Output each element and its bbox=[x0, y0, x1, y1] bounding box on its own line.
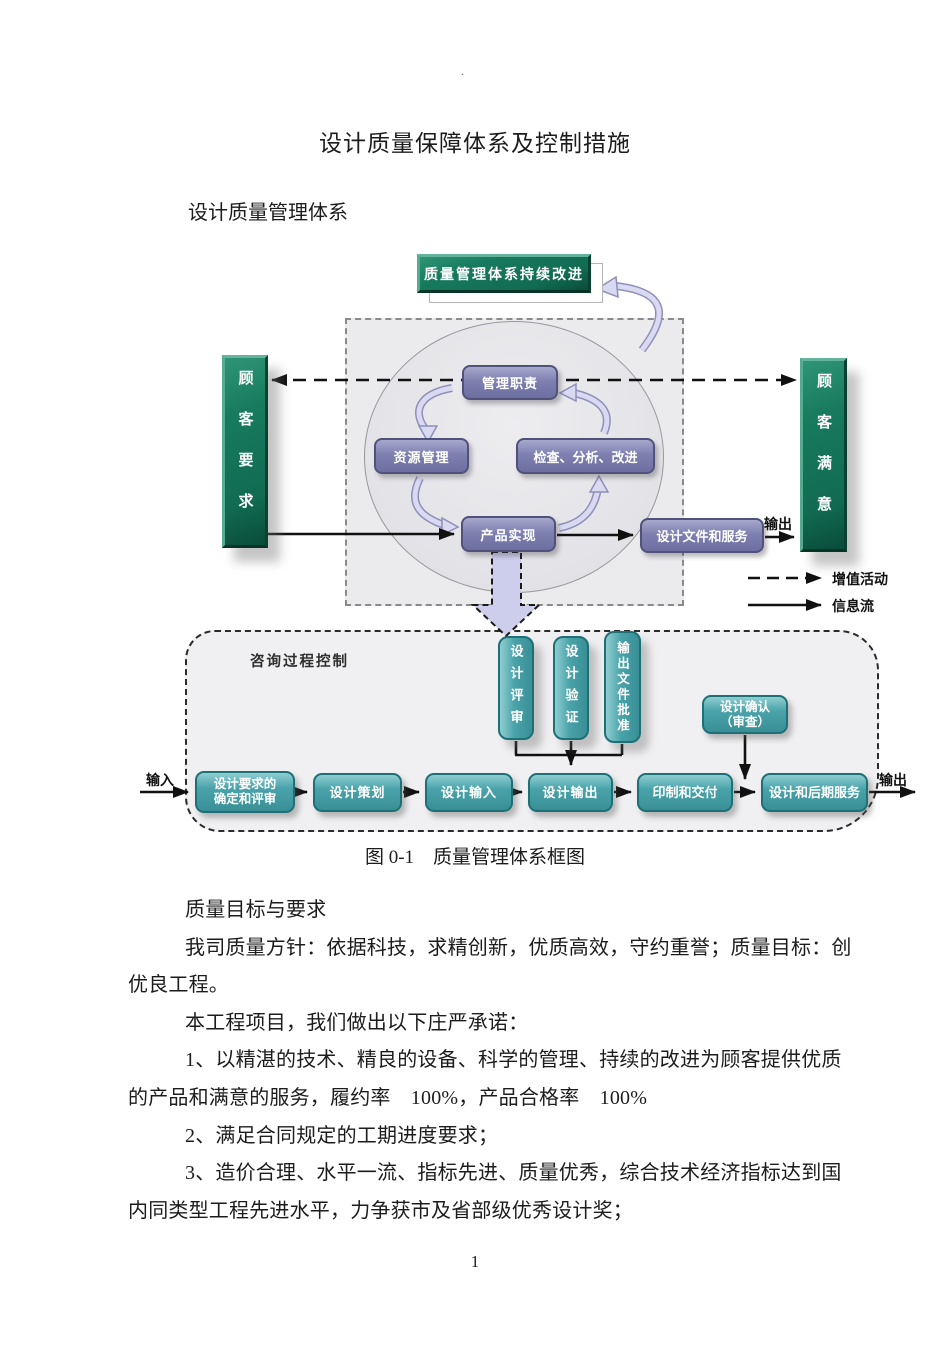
process-control-label: 咨询过程控制 bbox=[250, 654, 349, 670]
check-analyze-improve-box: 检查、分析、改进 bbox=[516, 438, 655, 474]
management-duty-box: 管理职责 bbox=[462, 365, 558, 400]
output-top-label: 输出 bbox=[764, 516, 792, 532]
continuous-improvement-banner: 质量管理体系持续改进 bbox=[417, 254, 591, 293]
flow-box-line1: 设计输入 bbox=[440, 785, 497, 800]
flow-box-line2: 确定和评审 bbox=[213, 792, 277, 806]
paragraph-promise-1: 1、以精湛的技术、精良的设备、科学的管理、持续的改进为顾客提供优质的产品和满意的… bbox=[128, 1049, 842, 1109]
output-bottom-label: 输出 bbox=[879, 772, 907, 788]
design-confirm-line2: （审查） bbox=[719, 714, 770, 729]
flow-box-line1: 印制和交付 bbox=[652, 785, 718, 800]
body-text: 质量目标与要求 我司质量方针：依据科技，求精创新，优质高效，守约重誉；质量目标：… bbox=[128, 892, 854, 1230]
flow-box-line1: 设计和后期服务 bbox=[768, 785, 860, 800]
stray-dot: . bbox=[461, 64, 464, 78]
paragraph-promise-2: 2、满足合同规定的工期进度要求； bbox=[185, 1124, 499, 1147]
design-review-box: 设计评审 bbox=[498, 636, 534, 740]
product-realization-box: 产品实现 bbox=[461, 516, 556, 552]
design-docs-services-box: 设计文件和服务 bbox=[640, 518, 764, 553]
paragraph-quality-policy: 我司质量方针：依据科技，求精创新，优质高效，守约重誉；质量目标：创优良工程。 bbox=[128, 936, 852, 997]
figure-caption: 图 0-1 质量管理体系框图 bbox=[364, 847, 586, 868]
paragraph-promise-intro: 本工程项目，我们做出以下庄严承诺： bbox=[185, 1011, 529, 1034]
flow-box-design-output: 设计输出 bbox=[528, 773, 613, 812]
design-verification-box: 设计验证 bbox=[553, 636, 589, 740]
flow-box-line1: 设计要求的 bbox=[213, 777, 277, 791]
page-number: 1 bbox=[470, 1252, 480, 1271]
legend-dashed-label: 增值活动 bbox=[832, 571, 888, 587]
flow-box-line1: 设计输出 bbox=[542, 785, 599, 800]
flow-box-planning: 设计策划 bbox=[313, 773, 402, 812]
flow-box-requirements: 设计要求的 确定和评审 bbox=[195, 771, 295, 813]
paragraph-promise-3: 3、造价合理、水平一流、指标先进、质量优秀，综合技术经济指标达到国内同类型工程先… bbox=[128, 1162, 842, 1222]
flow-box-post-service: 设计和后期服务 bbox=[761, 773, 868, 812]
flow-box-design-input: 设计输入 bbox=[425, 773, 513, 812]
flow-box-line1: 设计策划 bbox=[329, 785, 386, 800]
paragraph-quality-goal-heading: 质量目标与要求 bbox=[185, 899, 327, 921]
resource-management-box: 资源管理 bbox=[374, 438, 469, 474]
customer-satisfaction-box: 顾客满意 bbox=[800, 358, 847, 552]
page-title: 设计质量保障体系及控制措施 bbox=[319, 131, 631, 156]
input-label: 输入 bbox=[146, 772, 174, 788]
design-confirm-box: 设计确认 （审查） bbox=[702, 695, 788, 734]
flow-box-print-delivery: 印制和交付 bbox=[637, 773, 733, 812]
legend-solid-label: 信息流 bbox=[832, 598, 874, 614]
section-heading: 设计质量管理体系 bbox=[188, 202, 348, 224]
design-confirm-line1: 设计确认 bbox=[719, 699, 770, 714]
customer-requirements-box: 顾客要求 bbox=[222, 355, 268, 548]
output-doc-approval-box: 输出文件批准 bbox=[604, 631, 641, 743]
